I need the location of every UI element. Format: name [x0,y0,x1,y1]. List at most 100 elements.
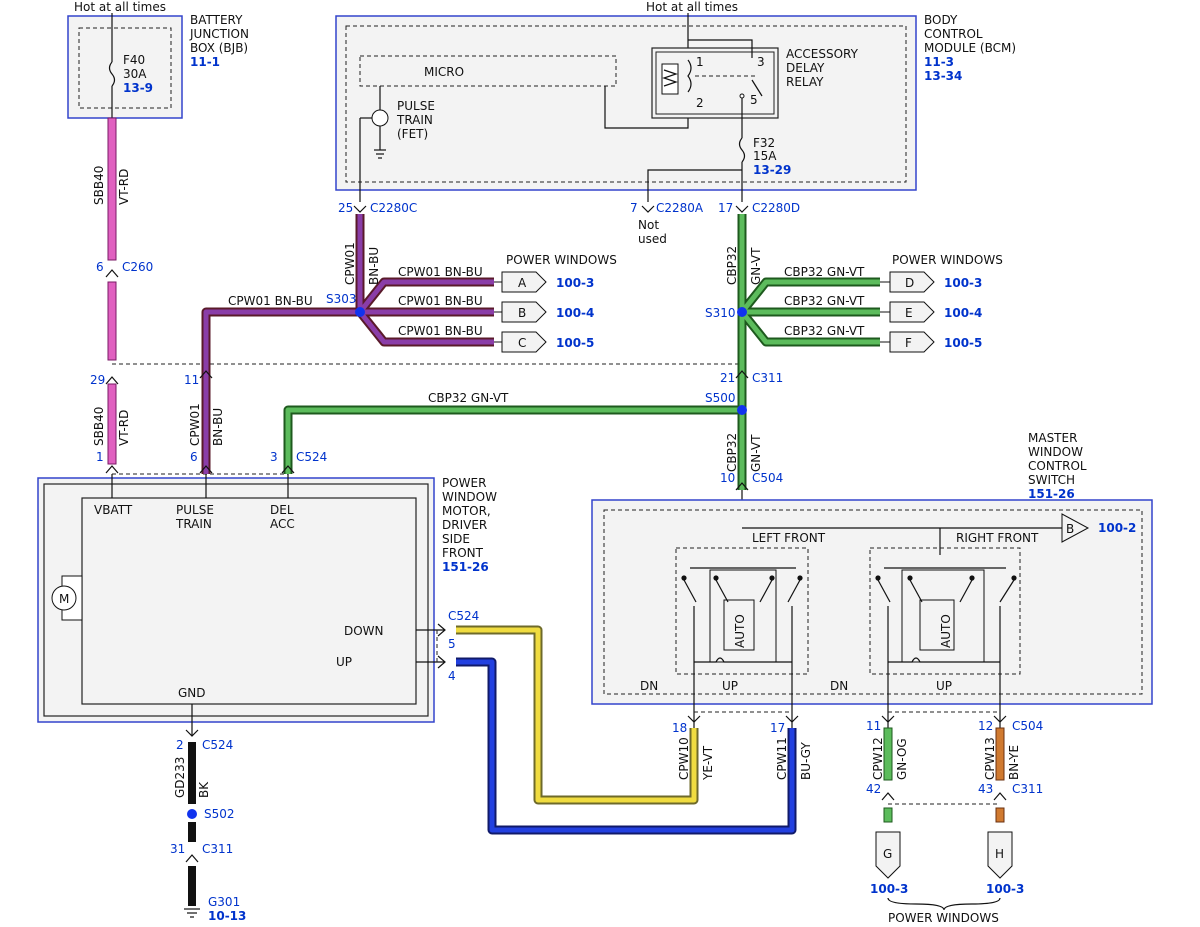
motor-title-5: SIDE [442,532,470,546]
ref-100-3-a[interactable]: 100-3 [556,276,594,290]
connector-c524[interactable]: C524 [296,450,327,464]
pulse-label-2: TRAIN [396,113,433,127]
wire-gnog [883,727,893,823]
ground-ref[interactable]: 10-13 [208,909,246,923]
wire-label-cbp32: CBP32 [725,246,739,285]
bcm-box [335,15,917,191]
wire-label-sbb40-2: SBB40 [92,407,106,446]
bcm-title-1: BODY [924,13,958,27]
pin-43: 43 [978,782,993,796]
ref-tag-d[interactable]: D [889,271,935,293]
wire-label-e: CBP32 GN-VT [784,294,865,308]
wire-label-f: CBP32 GN-VT [784,324,865,338]
motor-title-3: MOTOR, [442,504,491,518]
ref-100-4-b[interactable]: 100-4 [556,306,594,320]
bjb-ref[interactable]: 11-1 [190,55,220,69]
tag-b2-label: B [1066,522,1074,536]
bcm-ref-1[interactable]: 11-3 [924,55,954,69]
wire-label-cpw01-2: CPW01 [188,403,202,446]
ref-tag-e[interactable]: E [889,301,935,323]
motor-del-1: DEL [270,503,294,517]
tag-c-label: C [518,336,526,350]
wire-label-sbb40: SBB40 [92,166,106,205]
ref-tag-a[interactable]: A [501,271,547,293]
ground-g301: G301 [208,895,240,909]
pulse-label-1: PULSE [397,99,435,113]
pin-11b: 11 [866,719,881,733]
pin-31: 31 [170,842,185,856]
bjb-box [67,15,183,119]
motor-title-2: WINDOW [442,490,497,504]
fuse-f32-icon [738,137,746,163]
wire-label-main: CPW01 BN-BU [228,294,313,308]
ref-100-2[interactable]: 100-2 [1098,521,1136,535]
ref-100-5-c[interactable]: 100-5 [556,336,594,350]
ref-100-4-e[interactable]: 100-4 [944,306,982,320]
tag-e-label: E [905,306,913,320]
wire-label-c: CPW01 BN-BU [398,324,483,338]
pin-12: 12 [978,719,993,733]
connector-c311[interactable]: C311 [752,371,783,385]
ref-100-5-f[interactable]: 100-5 [944,336,982,350]
connector-c504[interactable]: C504 [752,471,783,485]
wire-label-bnbu: BN-BU [367,247,381,285]
ref-tag-g[interactable]: G [875,831,901,879]
connector-c524-c[interactable]: C524 [202,738,233,752]
wire-label-vtrd: VT-RD [117,169,131,205]
relay-title-2: DELAY [786,61,825,75]
motor-pulse-1: PULSE [176,503,214,517]
ref-100-3-h[interactable]: 100-3 [986,882,1024,896]
pin-7: 7 [630,201,638,215]
right-front-label: RIGHT FRONT [956,531,1039,545]
wire-label-a: CPW01 BN-BU [398,265,483,279]
connector-c524-b[interactable]: C524 [448,609,479,623]
fuse-f40-ref[interactable]: 13-9 [123,81,153,95]
splice-s303 [355,307,365,317]
pin-17: 17 [718,201,733,215]
wire-bk [188,742,196,804]
connector-c2280c[interactable]: C2280C [370,201,417,215]
splice-s310 [737,307,747,317]
bjb-title-2: JUNCTION [189,27,249,41]
connector-c2280a[interactable]: C2280A [656,201,704,215]
switch-right-front [869,547,1021,675]
ref-100-3-g[interactable]: 100-3 [870,882,908,896]
wire-label-vtrd-2: VT-RD [117,410,131,446]
connector-c260[interactable]: C260 [122,260,153,274]
wire-label-yevt: YE-VT [701,745,715,781]
brace [887,897,1001,911]
mwcs-title-1: MASTER [1028,431,1077,445]
connector-c311-c[interactable]: C311 [202,842,233,856]
ref-100-3-d[interactable]: 100-3 [944,276,982,290]
wire-label-del-acc: CBP32 GN-VT [428,391,509,405]
connector-c2280d[interactable]: C2280D [752,201,800,215]
up-label-left: UP [722,679,738,693]
relay-title-1: ACCESSORY [786,47,859,61]
connector-c504-b[interactable]: C504 [1012,719,1043,733]
pin-6-c524: 6 [190,450,198,464]
pin-4: 4 [448,669,456,683]
tag-b-label: B [518,306,526,320]
ref-tag-h[interactable]: H [987,831,1013,879]
ref-tag-f[interactable]: F [889,331,935,353]
pulse-label-3: (FET) [397,127,428,141]
fuse-f32-amp: 15A [753,149,777,163]
wire-label-gd233: GD233 [173,757,187,798]
fuse-f32-ref[interactable]: 13-29 [753,163,791,177]
wire-label-cpw12: CPW12 [871,737,885,780]
ref-tag-c[interactable]: C [501,331,547,353]
wire-label-gnog: GN-OG [895,738,909,780]
mwcs-ref[interactable]: 151-26 [1028,487,1075,501]
hot-label-right: Hot at all times [646,0,738,14]
connector-c311-b[interactable]: C311 [1012,782,1043,796]
mwcs-box [591,499,1153,705]
motor-ref[interactable]: 151-26 [442,560,489,574]
tag-h-label: H [995,847,1004,861]
motor-up: UP [336,655,352,669]
dn-label-left: DN [640,679,658,693]
tag-d-label: D [905,276,914,290]
ref-tag-b[interactable]: B [501,301,547,323]
motor-title-1: POWER [442,476,486,490]
bcm-ref-2[interactable]: 13-34 [924,69,962,83]
ref-tag-b2[interactable]: B [1061,513,1090,543]
